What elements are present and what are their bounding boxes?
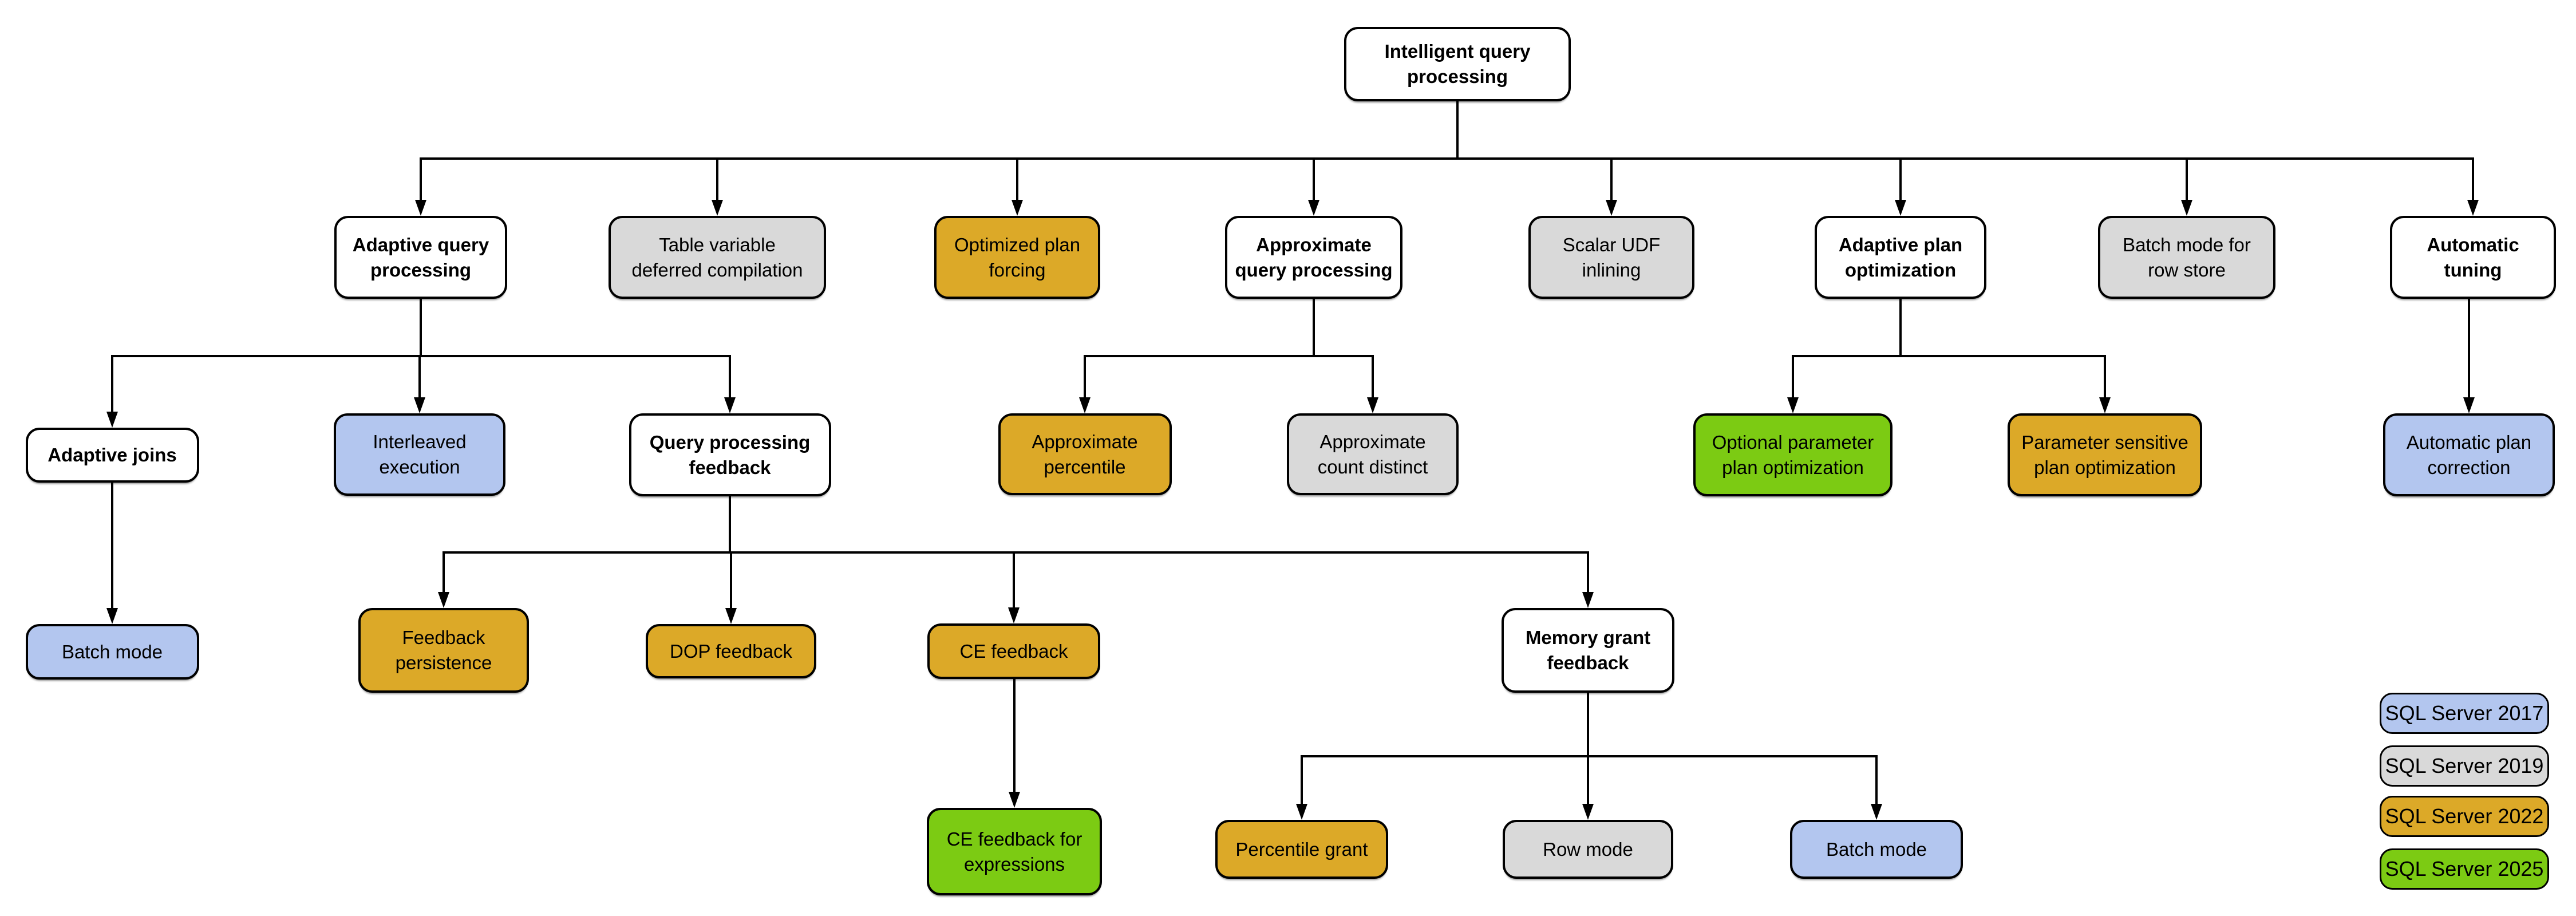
node-label: Scalar UDF inlining (1562, 234, 1661, 281)
node-feedback-persistence: Feedback persistence (358, 608, 529, 693)
node-ce-feedback: CE feedback (927, 623, 1100, 679)
node-adaptive-plan-optimization: Adaptive plan optimization (1815, 216, 1986, 299)
node-label: Approximate count distinct (1317, 431, 1428, 477)
node-label: Automatic tuning (2427, 234, 2519, 281)
node-label: Adaptive joins (48, 444, 177, 466)
arrowhead-icon (414, 397, 425, 413)
node-percentile-grant: Percentile grant (1215, 820, 1388, 879)
arrowhead-icon (1582, 592, 1594, 608)
node-intelligent-query-processing: Intelligent query processing (1344, 27, 1571, 101)
arrowhead-icon (2099, 397, 2111, 413)
node-label: Batch mode (61, 641, 163, 662)
node-approximate-percentile: Approximate percentile (998, 413, 1172, 495)
arrowhead-icon (1871, 804, 1882, 820)
arrowhead-icon (2463, 397, 2475, 413)
arrowhead-icon (1606, 200, 1617, 216)
node-table-variable-deferred-compilation: Table variable deferred compilation (609, 216, 826, 299)
arrowhead-icon (1367, 397, 1378, 413)
node-batch-mode-memory-grant: Batch mode (1790, 820, 1963, 879)
arrowhead-icon (1012, 200, 1023, 216)
node-label: CE feedback for expressions (946, 828, 1082, 875)
node-label: Intelligent query processing (1384, 41, 1531, 87)
arrowhead-icon (1582, 804, 1594, 820)
node-label: Interleaved execution (373, 431, 467, 477)
node-adaptive-query-processing: Adaptive query processing (334, 216, 507, 299)
legend-item-sql-server-2022: SQL Server 2022 (2380, 796, 2549, 837)
node-batch-mode-for-row-store: Batch mode for row store (2098, 216, 2275, 299)
node-row-mode: Row mode (1503, 820, 1673, 879)
node-batch-mode-adaptive-joins: Batch mode (25, 624, 199, 680)
arrowhead-icon (712, 200, 723, 216)
legend-item-sql-server-2019: SQL Server 2019 (2380, 745, 2549, 787)
node-label: Table variable deferred compilation (631, 234, 803, 281)
arrowhead-icon (438, 592, 449, 608)
node-label: Approximate query processing (1235, 234, 1393, 281)
arrowhead-icon (1296, 804, 1307, 820)
node-label: Row mode (1543, 838, 1633, 860)
arrowhead-icon (1308, 200, 1319, 216)
arrowhead-icon (2181, 200, 2192, 216)
node-label: Memory grant feedback (1525, 627, 1651, 673)
node-label: Parameter sensitive plan optimization (2021, 431, 2188, 478)
node-label: Adaptive query processing (352, 234, 489, 281)
node-label: Query processing feedback (649, 431, 811, 478)
arrowhead-icon (1008, 607, 1020, 623)
node-interleaved-execution: Interleaved execution (334, 413, 505, 496)
node-label: Batch mode (1826, 838, 1927, 860)
arrowhead-icon (725, 608, 737, 624)
node-scalar-udf-inlining: Scalar UDF inlining (1528, 216, 1694, 299)
node-dop-feedback: DOP feedback (646, 624, 816, 678)
legend-item-sql-server-2017: SQL Server 2017 (2380, 693, 2549, 734)
arrowhead-icon (106, 412, 118, 428)
node-parameter-sensitive-plan-optimization: Parameter sensitive plan optimization (2008, 413, 2202, 496)
arrowhead-icon (1787, 397, 1799, 413)
node-label: DOP feedback (669, 640, 793, 662)
node-label: CE feedback (959, 640, 1068, 662)
node-label: Optional parameter plan optimization (1712, 431, 1874, 478)
node-label: Percentile grant (1235, 838, 1368, 860)
node-label: Automatic plan correction (2406, 431, 2532, 478)
arrowhead-icon (415, 200, 426, 216)
node-label: Adaptive plan optimization (1838, 234, 1963, 281)
node-approximate-count-distinct: Approximate count distinct (1287, 413, 1459, 495)
arrowhead-icon (106, 608, 118, 624)
legend-label: SQL Server 2022 (2385, 804, 2544, 828)
node-query-processing-feedback: Query processing feedback (629, 413, 831, 496)
legend-label: SQL Server 2025 (2385, 857, 2544, 881)
node-label: Approximate percentile (1032, 431, 1138, 477)
node-label: Feedback persistence (395, 627, 492, 673)
arrowhead-icon (1079, 397, 1091, 413)
node-label: Optimized plan forcing (954, 234, 1081, 281)
node-adaptive-joins: Adaptive joins (25, 428, 199, 483)
node-automatic-plan-correction: Automatic plan correction (2383, 413, 2555, 496)
legend-label: SQL Server 2017 (2385, 701, 2544, 725)
node-ce-feedback-for-expressions: CE feedback for expressions (927, 808, 1102, 895)
legend-label: SQL Server 2019 (2385, 754, 2544, 777)
arrowhead-icon (724, 397, 736, 413)
legend-item-sql-server-2025: SQL Server 2025 (2380, 848, 2549, 890)
node-optional-parameter-plan-optimization: Optional parameter plan optimization (1693, 413, 1893, 496)
node-optimized-plan-forcing: Optimized plan forcing (934, 216, 1100, 299)
node-label: Batch mode for row store (2123, 234, 2251, 281)
arrowhead-icon (1009, 792, 1020, 808)
arrowhead-icon (2467, 200, 2479, 216)
node-approximate-query-processing: Approximate query processing (1225, 216, 1402, 299)
arrowhead-icon (1895, 200, 1906, 216)
node-automatic-tuning: Automatic tuning (2390, 216, 2556, 299)
node-memory-grant-feedback: Memory grant feedback (1502, 608, 1674, 693)
